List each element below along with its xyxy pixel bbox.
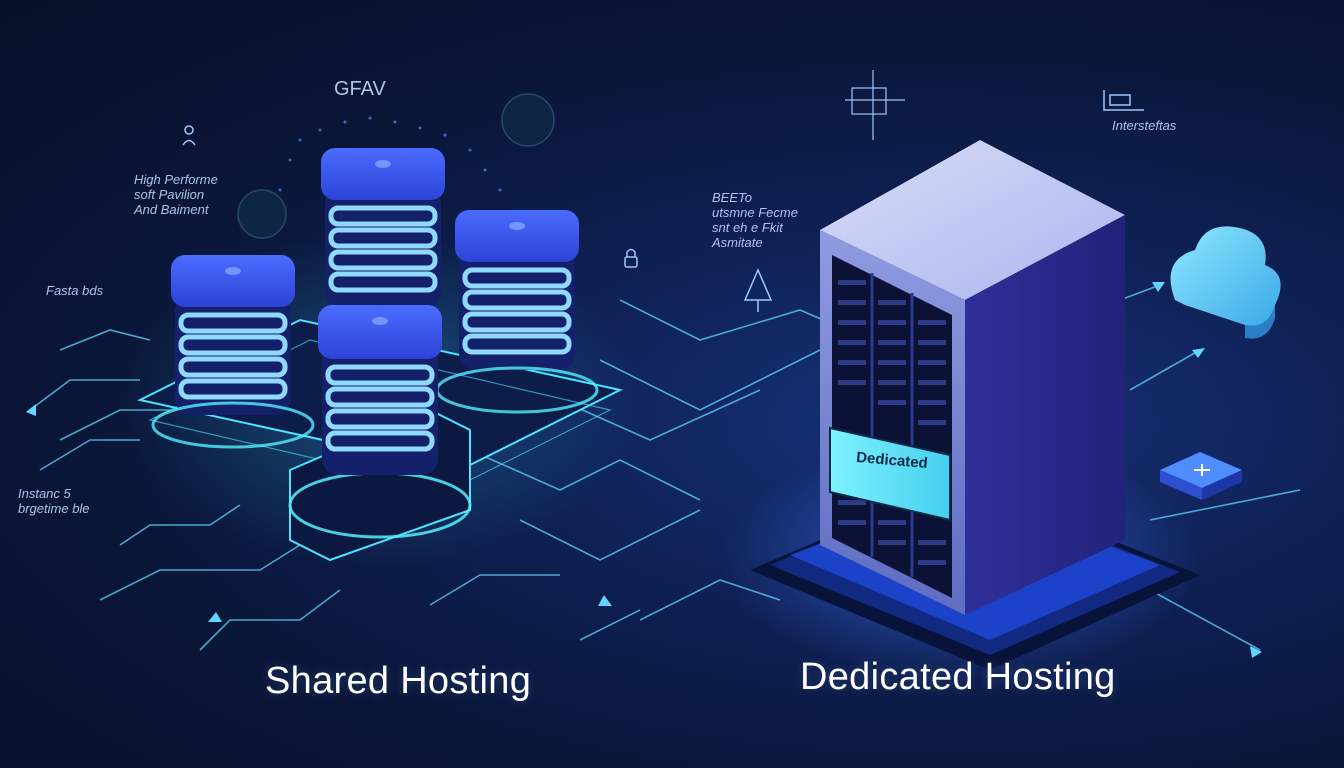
deco-text-top-right: Intersteftas: [1112, 118, 1177, 133]
deco-text-mid-right: BEETo utsmne Fecme snt eh e Fkit Asmitat…: [712, 190, 798, 250]
dedicated-hosting-label: Dedicated Hosting: [800, 656, 1116, 698]
dedicated-badge-shape: [829, 426, 951, 522]
circuit-arrows: [26, 282, 1262, 658]
axis-cross-icon: [845, 70, 905, 140]
server-stack-left: [151, 255, 315, 449]
server-stack-right: [435, 210, 599, 414]
deco-text-far-left: Fasta bds: [46, 283, 104, 298]
particle-dots: [278, 116, 502, 192]
deco-text-gfav: GFAV: [334, 78, 386, 100]
person-icon: [182, 125, 196, 146]
tree-icon: [743, 268, 773, 312]
chart-icon: [1103, 90, 1144, 111]
server-stack-top: [321, 148, 445, 308]
cloud-icon: [1170, 226, 1281, 339]
circle-badge-icon: [237, 93, 555, 239]
dedicated-server-tower: [820, 140, 1125, 615]
shared-hosting-label: Shared Hosting: [265, 660, 532, 702]
plus-icon: [1160, 452, 1242, 500]
lock-icon: [624, 248, 638, 268]
circuit-lines: [29, 284, 1301, 651]
deco-text-left-lower: Instanc 5 brgetime ble: [18, 486, 90, 516]
deco-text-left-block: High Performe soft Pavilion And Baiment: [134, 172, 218, 217]
server-stack-front: [318, 305, 442, 475]
